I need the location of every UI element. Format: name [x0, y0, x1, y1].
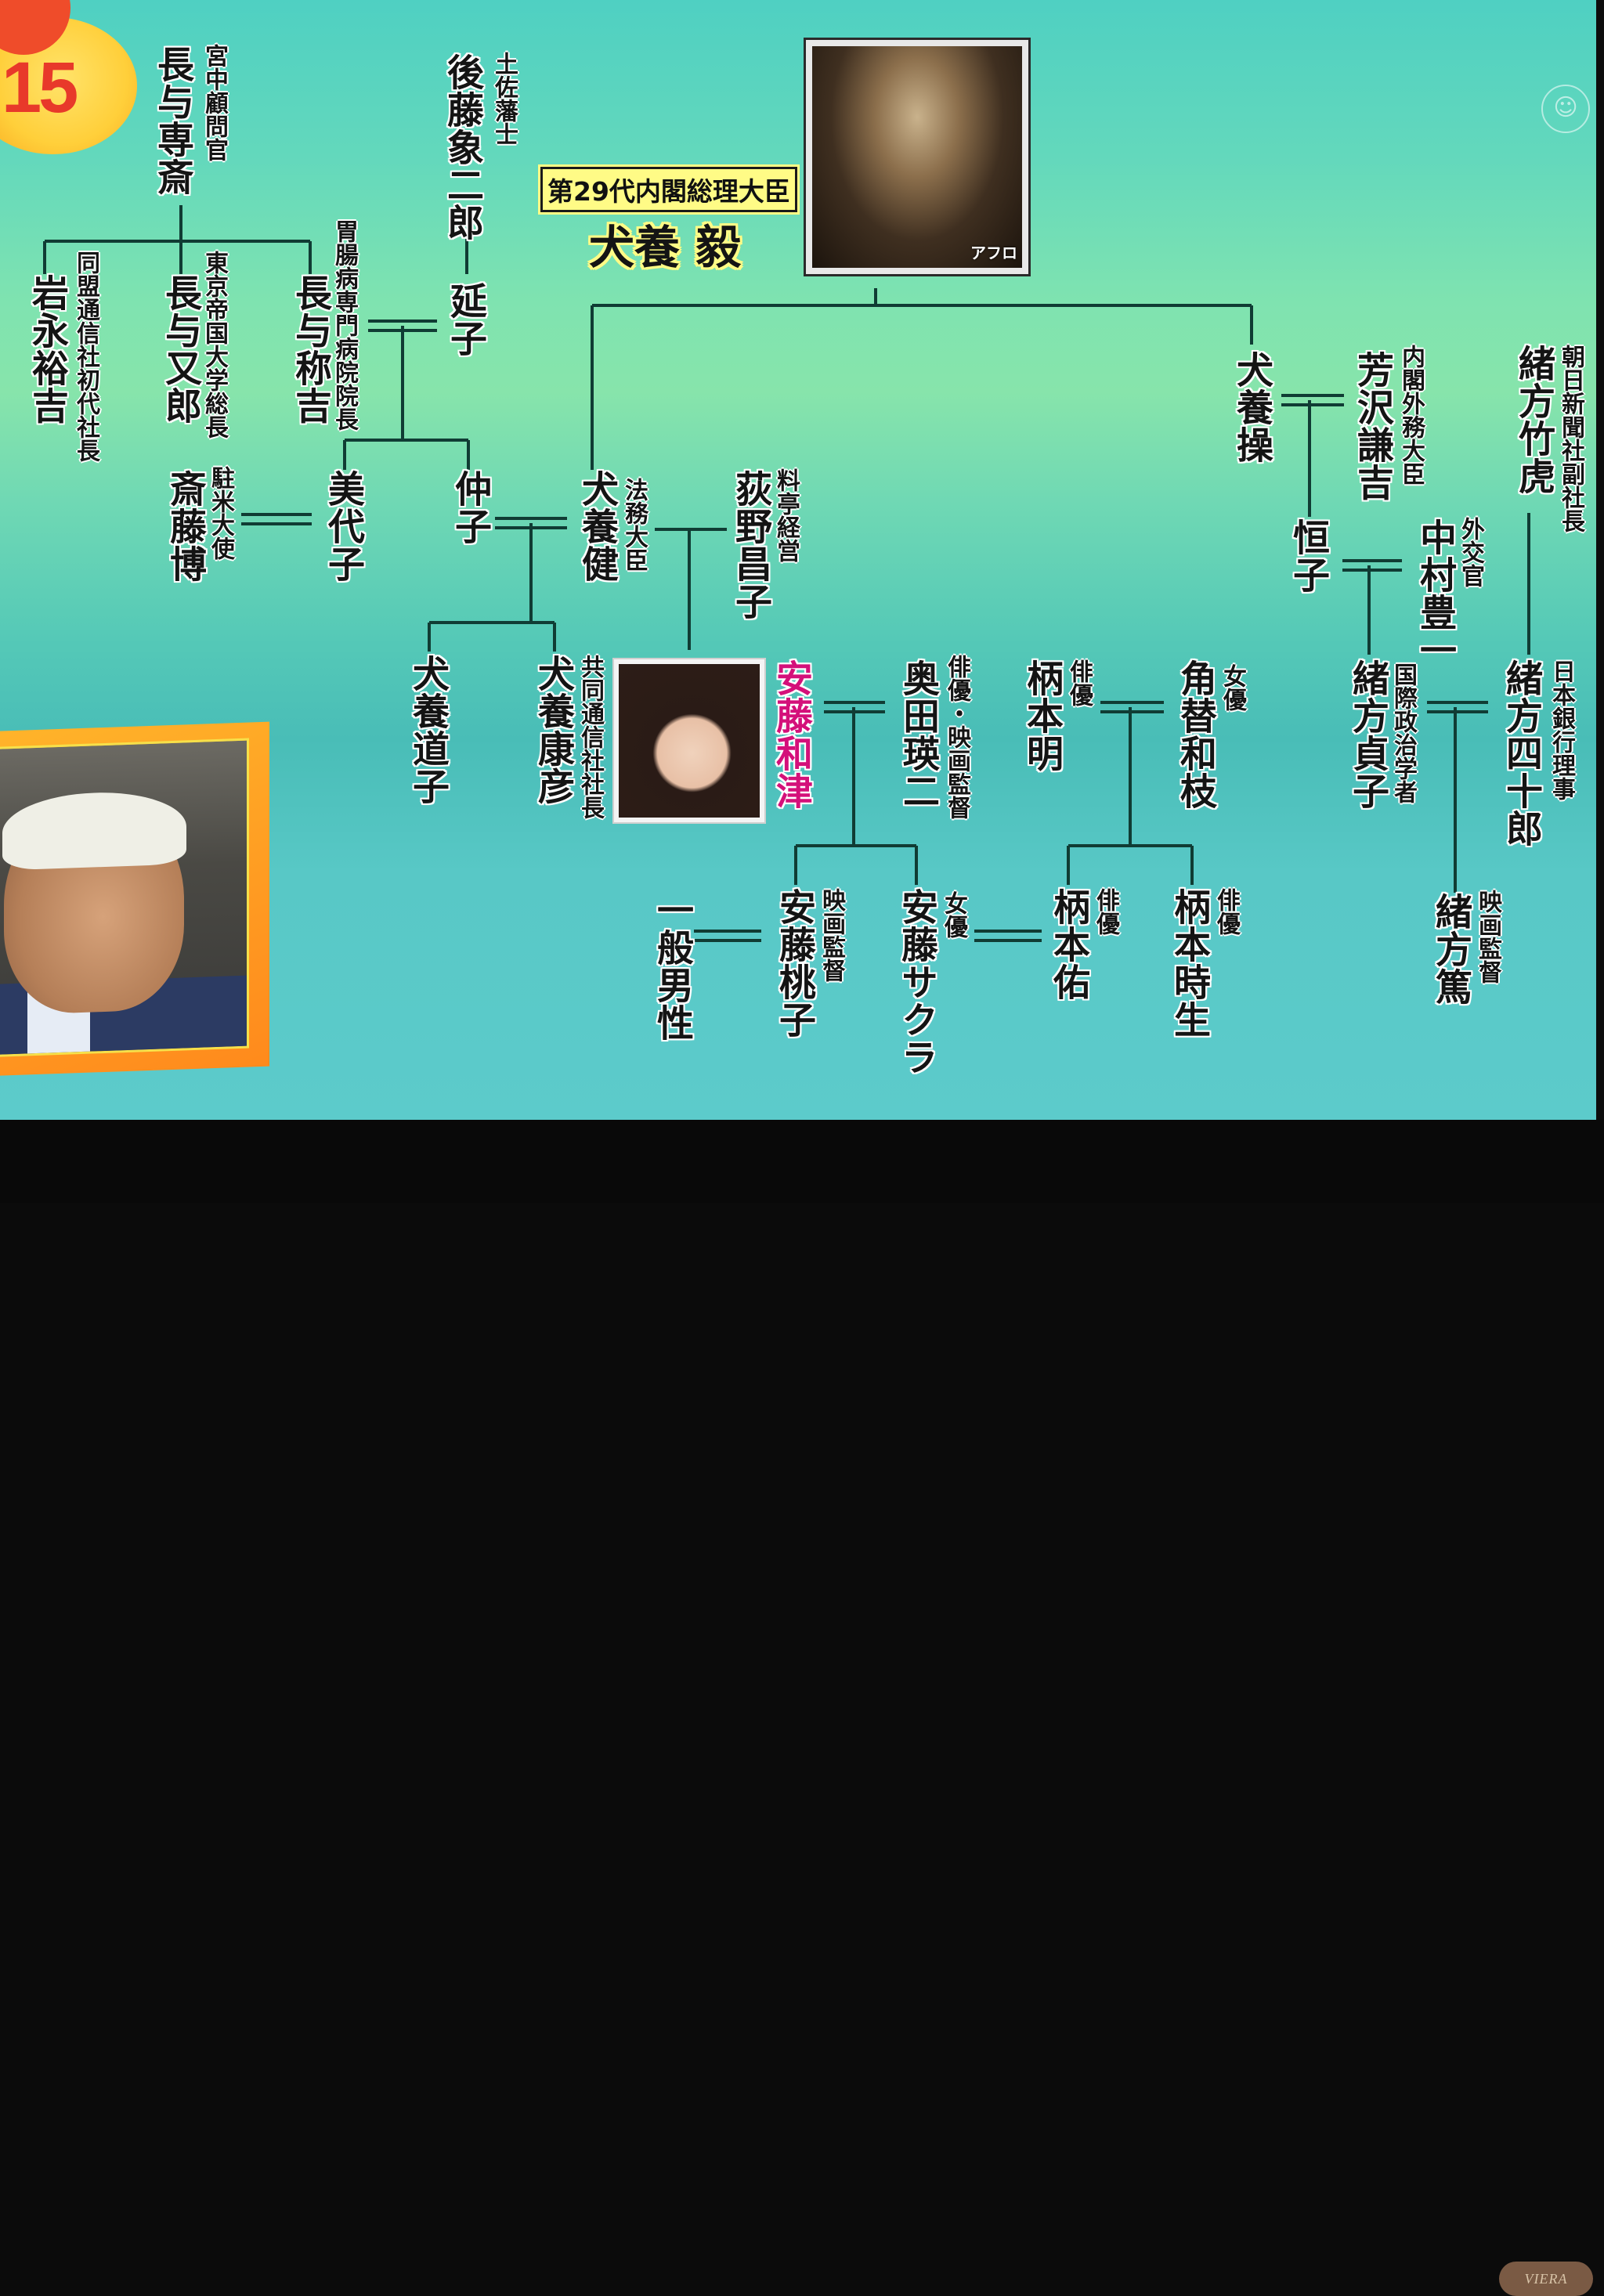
person-inukai-michiko: 犬養道子 [406, 655, 449, 805]
title-nagayo-shokichi: 胃腸病専門病院院長 [331, 219, 358, 431]
person-emoto-tasuku: 柄本佑 [1046, 888, 1089, 1001]
tree-lines [43, 205, 1530, 942]
episode-number: 15 [2, 48, 78, 128]
person-ogata-taketora: 緒方竹虎 [1512, 345, 1555, 495]
title-yoshizawa-kenkichi: 内閣外務大臣 [1397, 345, 1425, 486]
photo-credit: アフロ [970, 244, 1017, 262]
title-nakamura-toyokazu: 外交官 [1457, 517, 1484, 587]
person-emoto-akira: 柄本明 [1020, 659, 1063, 772]
person-inukai-takeru: 犬養健 [575, 470, 618, 583]
title-ogata-shijuro: 日本銀行理事 [1548, 659, 1575, 800]
person-ogata-sadako: 緒方貞子 [1346, 659, 1389, 810]
tv-brand-logo: VIERA [1499, 2262, 1593, 2296]
studio-inset-video [0, 738, 249, 1057]
ando-kazu-photo [612, 658, 766, 824]
title-iwanaga-yukichi: 同盟通信社初代社長 [72, 251, 99, 462]
portrait-photo: アフロ [812, 46, 1022, 268]
prime-minister-title: 第29代内閣総理大臣 [540, 167, 797, 212]
title-goto-shojiro: 土佐藩士 [490, 52, 518, 146]
title-okuda-eiji: 俳優・映画監督 [943, 655, 970, 819]
person-tsuneko: 恒子 [1286, 518, 1329, 594]
title-nagayo-matao: 東京帝国大学総長 [200, 251, 228, 439]
title-emoto-tasuku: 俳優 [1092, 888, 1119, 935]
title-nagayo-sensai: 宮中顧問官 [200, 44, 228, 161]
title-saito-hiroshi: 駐米大使 [207, 466, 234, 560]
title-ando-momoko: 映画監督 [818, 888, 845, 982]
person-miyoko: 美代子 [321, 470, 364, 583]
title-ogata-atsushi: 映画監督 [1474, 890, 1501, 984]
person-kadono-kazue: 角替和枝 [1173, 659, 1216, 810]
person-ogata-shijuro: 緒方四十郎 [1499, 659, 1542, 847]
ando-kazu-photo-image [619, 664, 760, 818]
person-goto-shojiro: 後藤象二郎 [440, 53, 483, 241]
person-nagayo-sensai: 長与専斎 [150, 45, 193, 196]
tv-bezel: VIERA [0, 1120, 1604, 2296]
person-yoshizawa-kenkichi: 芳沢謙吉 [1350, 351, 1393, 501]
title-inukai-takeru: 法務大臣 [620, 478, 648, 572]
inset-hair [2, 789, 186, 871]
person-emoto-tokio: 柄本時生 [1167, 888, 1210, 1038]
person-okuda-eiji: 奥田瑛二 [896, 659, 939, 810]
person-ando-momoko: 安藤桃子 [772, 888, 815, 1038]
person-nakamura-toyokazu: 中村豊一 [1413, 518, 1456, 669]
prime-minister-name: 犬養 毅 [589, 221, 742, 274]
title-inukai-yasuhiko: 共同通信社社長 [576, 655, 604, 819]
person-saito-hiroshi: 斎藤博 [163, 470, 206, 583]
title-ogino-masako: 料亭経営 [772, 468, 800, 562]
title-kadono-kazue: 女優 [1219, 664, 1246, 711]
title-emoto-akira: 俳優 [1065, 659, 1093, 706]
person-nobuko: 延子 [443, 282, 486, 357]
person-nagayo-matao: 長与又郎 [158, 274, 201, 424]
person-iwanaga-yukichi: 岩永裕吉 [25, 274, 68, 424]
title-emoto-tokio: 俳優 [1212, 888, 1240, 935]
person-ogata-atsushi: 緒方篤 [1429, 893, 1472, 1005]
person-inukai-misao: 犬養操 [1230, 351, 1273, 464]
person-inukai-yasuhiko: 犬養康彦 [531, 655, 574, 805]
title-ogata-sadako: 国際政治学者 [1389, 662, 1417, 803]
screen-edge [1596, 0, 1604, 1120]
prime-minister-portrait: アフロ [804, 38, 1031, 276]
family-tree-screen: 15 ☺ アフロ 第29代内閣総理大臣 犬養 毅 長与専斎 宮中顧問官 後藤象二… [0, 0, 1604, 1120]
title-ando-sakura: 女優 [940, 891, 967, 938]
broadcaster-watermark-icon: ☺ [1541, 85, 1590, 133]
title-ogata-taketora: 朝日新聞社副社長 [1557, 345, 1584, 532]
person-ippan-dansei: 一般男性 [650, 891, 693, 1042]
studio-inset-frame [0, 721, 269, 1077]
person-nagayo-shokichi: 長与称吉 [288, 274, 331, 424]
person-ando-sakura: 安藤サクラ [894, 888, 937, 1076]
person-ando-kazu: 安藤和津 [769, 659, 812, 810]
person-ogino-masako: 荻野昌子 [728, 470, 771, 620]
person-nakako: 仲子 [448, 470, 491, 545]
